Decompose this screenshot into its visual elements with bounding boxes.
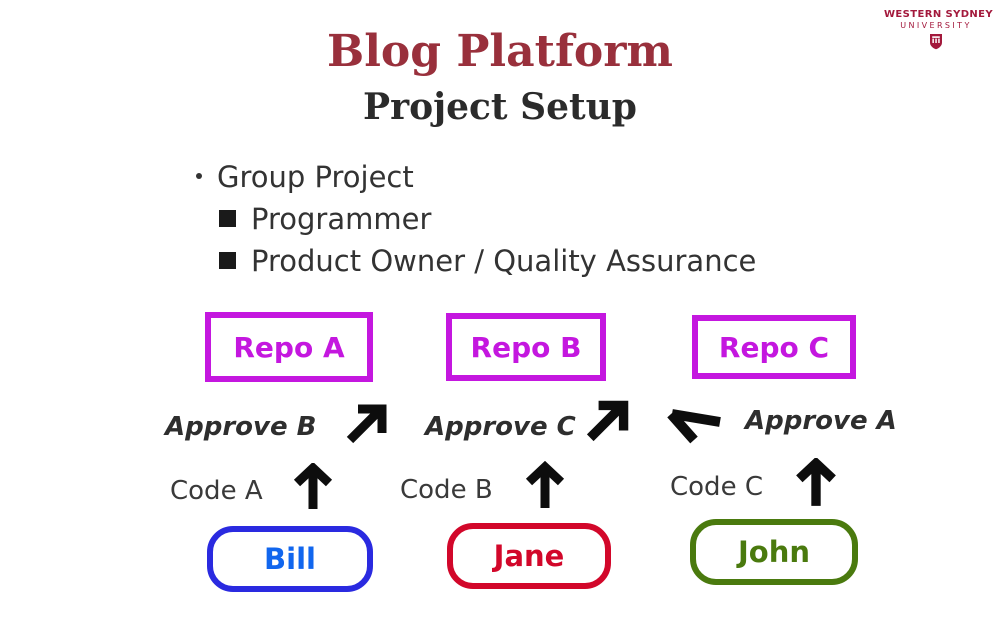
arrow-up-icon [794,456,838,512]
list-item: Product Owner / Quality Assurance [219,240,756,282]
arrow-up-icon [292,461,334,515]
code-label-b: Code B [400,475,493,505]
person-box-jane[interactable]: Jane [447,523,611,589]
bullet-dot-icon [196,173,202,179]
arrow-up-right-icon [584,394,634,448]
person-box-bill[interactable]: Bill [207,526,373,592]
arrow-left-icon [664,396,726,448]
shield-crest-icon [884,33,988,50]
approve-label-c: Approve C [425,412,576,442]
person-box-bill-label: Bill [264,542,316,576]
slide-title: Blog Platform [327,26,673,77]
university-logo: WESTERN SYDNEY UNIVERSITY [884,9,994,50]
list-item-label: Programmer [251,202,432,237]
logo-line-university: UNIVERSITY [900,21,972,30]
bullet-square-icon [219,210,236,228]
code-label-c: Code C [670,472,763,502]
slide-subtitle: Project Setup [363,86,637,128]
list-item-label: Product Owner / Quality Assurance [251,244,757,279]
arrow-up-icon [524,460,566,515]
arrow-up-right-icon [344,398,392,450]
repo-box-c[interactable]: Repo C [692,315,856,379]
list-item-label: Group Project [217,160,414,194]
repo-box-c-label: Repo C [718,330,830,364]
person-box-john[interactable]: John [690,519,858,585]
bullet-square-icon [219,252,236,270]
repo-box-b-label: Repo B [470,330,582,364]
logo-line-western-sydney: WESTERN SYDNEY [884,9,994,20]
approve-label-b: Approve B [165,412,317,442]
code-label-a: Code A [170,476,263,506]
person-box-john-label: John [737,535,810,569]
repo-box-a-label: Repo A [233,330,345,364]
bullet-list: Group Project Programmer Product Owner /… [196,156,756,282]
person-box-jane-label: Jane [493,539,565,573]
list-item: Group Project [196,156,756,198]
repo-box-b[interactable]: Repo B [446,313,606,381]
approve-label-a: Approve A [745,406,897,436]
repo-box-a[interactable]: Repo A [205,312,373,382]
list-item: Programmer [219,198,756,240]
